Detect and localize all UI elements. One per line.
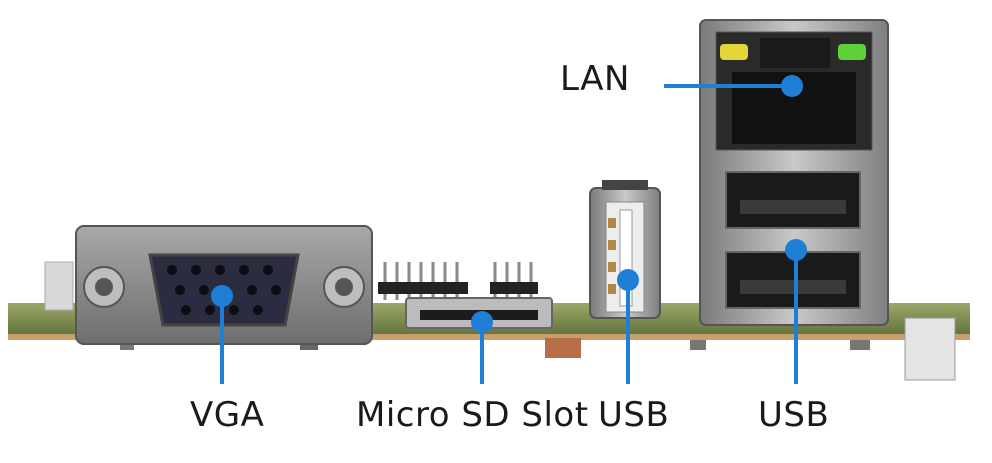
header-block-left [378,282,468,294]
usb-dual-callout-dot [785,239,807,261]
usb-vertical-label: USB [598,395,670,435]
lan-callout-dot [781,75,803,97]
usb-vertical-connector [589,180,661,319]
lan-usb-stack [699,19,889,326]
lan-label: LAN [560,59,630,99]
lan-led-left [720,44,748,60]
micro-sd-label: Micro SD Slot [356,395,589,435]
lan-led-right [838,44,866,60]
header-block-right [490,282,538,294]
pin-headers [383,262,533,300]
usb-dual-label: USB [758,395,830,435]
vga-callout-dot [211,285,233,307]
micro-sd-callout-dot [471,311,493,333]
vga-label: VGA [190,395,265,435]
usb-vertical-callout-dot [617,269,639,291]
callouts [211,75,807,384]
vga-connector [75,225,373,345]
